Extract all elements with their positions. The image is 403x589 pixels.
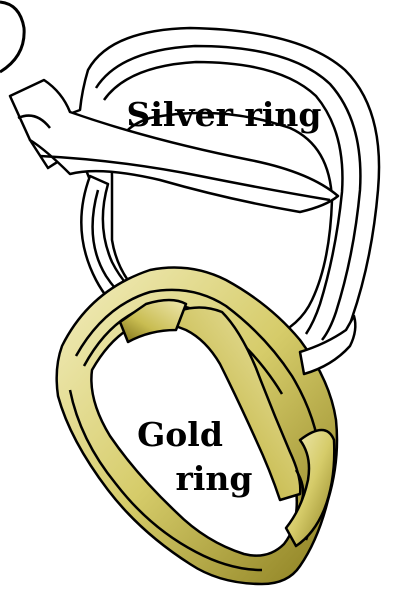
corner-circle — [0, 2, 24, 72]
label-gold-ring-line2: ring — [176, 459, 253, 498]
label-gold-ring-line1: Gold — [137, 415, 223, 454]
label-silver-ring: Silver ring — [127, 95, 322, 134]
